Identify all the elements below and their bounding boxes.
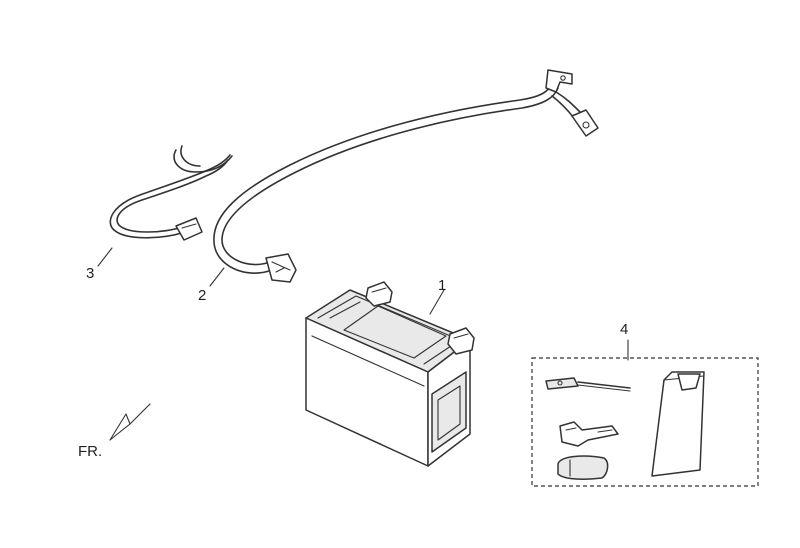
leader-1 xyxy=(429,289,445,315)
tool-kit-part-4 xyxy=(531,357,759,487)
callout-2: 2 xyxy=(198,287,207,304)
socket-icon xyxy=(557,455,609,480)
front-arrow-icon xyxy=(109,403,151,441)
leader-2 xyxy=(209,267,225,287)
callout-1: 1 xyxy=(438,277,447,294)
battery-part-1 xyxy=(305,281,475,467)
leader-3 xyxy=(97,247,113,267)
short-cable-part-3 xyxy=(109,145,233,241)
leader-lines xyxy=(97,247,629,361)
screwdriver-icon xyxy=(545,377,631,392)
front-marker-label: FR. xyxy=(78,443,103,460)
callout-4: 4 xyxy=(620,321,629,338)
wrench-icon xyxy=(559,421,619,447)
tool-pouch-icon xyxy=(651,371,705,477)
callout-3: 3 xyxy=(86,265,95,282)
battery-cable-part-2 xyxy=(213,69,599,283)
